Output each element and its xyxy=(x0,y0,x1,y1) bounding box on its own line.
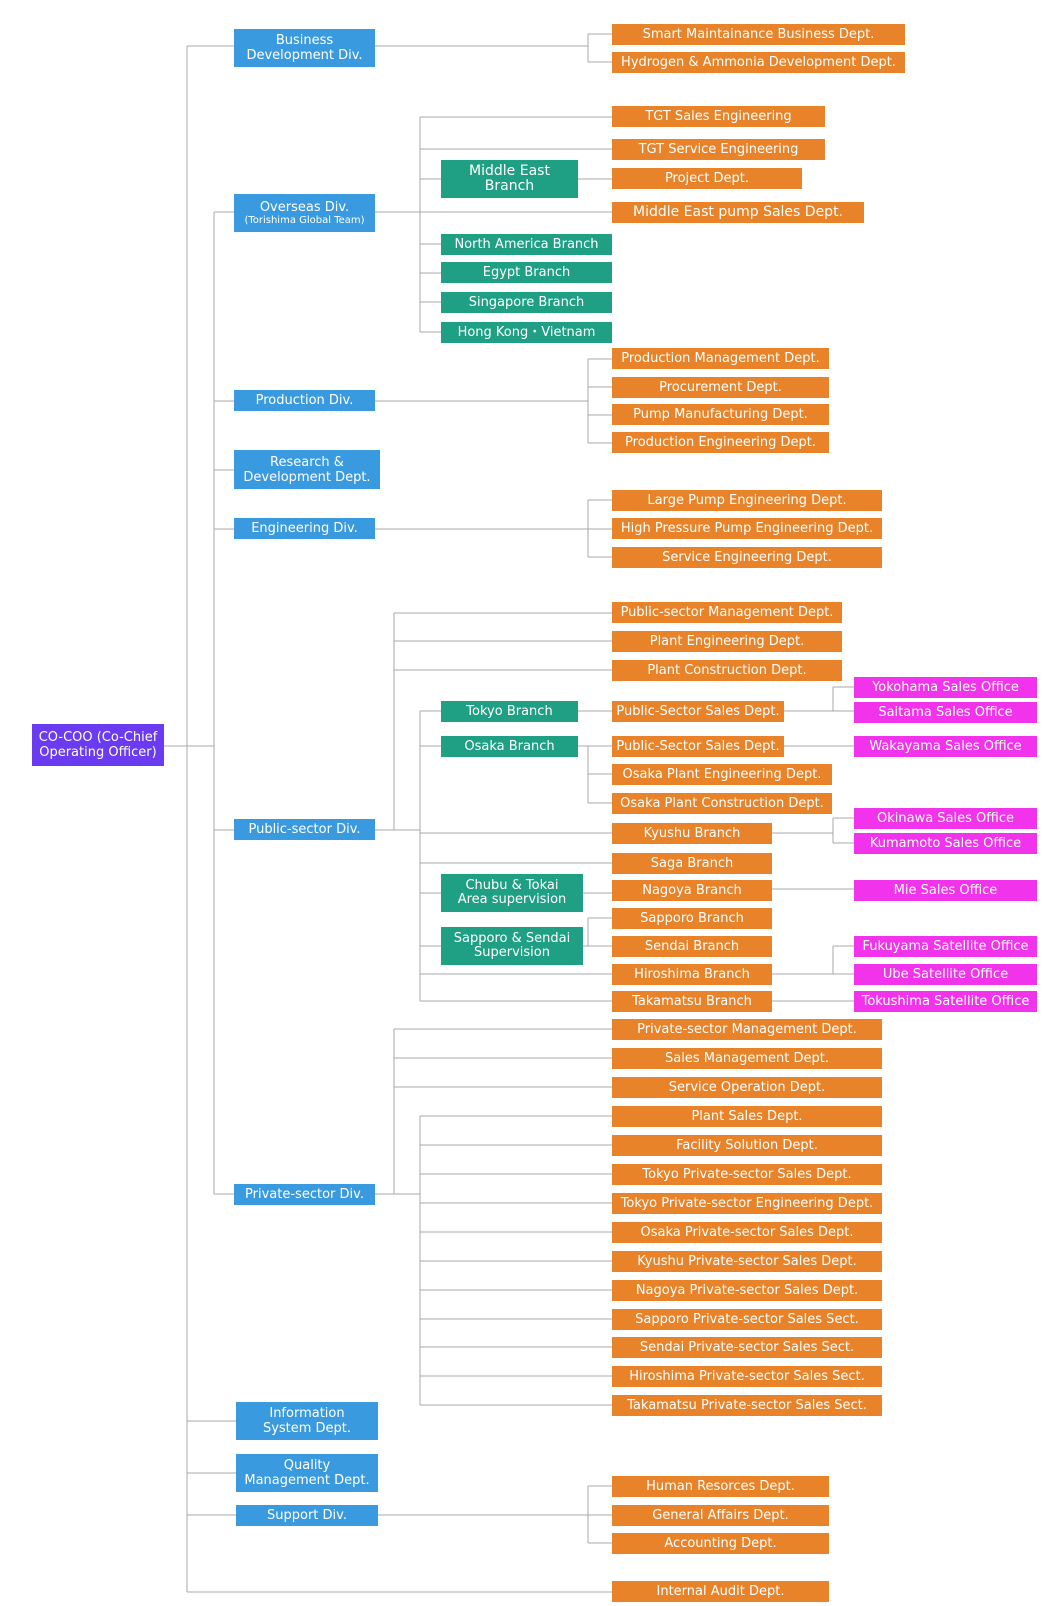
dept-box: Public-Sector Sales Dept. xyxy=(612,736,784,757)
dept-box: Kyushu Private-sector Sales Dept. xyxy=(612,1251,882,1272)
dept-box: Osaka Private-sector Sales Dept. xyxy=(612,1222,882,1243)
dept-box: Hydrogen & Ammonia Development Dept. xyxy=(612,52,905,73)
office-box: Ube Satellite Office xyxy=(854,964,1037,985)
branch-box: Middle East Branch xyxy=(441,160,578,198)
dept-box: Sendai Private-sector Sales Sect. xyxy=(612,1337,882,1358)
branch-box: Hong Kong・Vietnam xyxy=(441,322,612,343)
dept-box: Production Engineering Dept. xyxy=(612,432,829,453)
dept-box: General Affairs Dept. xyxy=(612,1505,829,1526)
office-box: Wakayama Sales Office xyxy=(854,736,1037,757)
office-box: Saitama Sales Office xyxy=(854,702,1037,723)
dept-box: Tokyo Private-sector Engineering Dept. xyxy=(612,1193,882,1214)
engineering-div: Engineering Div. xyxy=(234,518,375,539)
information-system-dept: Information System Dept. xyxy=(236,1402,378,1440)
branch-box: Osaka Branch xyxy=(441,736,578,757)
office-box: Tokushima Satellite Office xyxy=(854,991,1037,1012)
branch-box: Singapore Branch xyxy=(441,292,612,313)
internal-audit-dept: Internal Audit Dept. xyxy=(612,1581,829,1602)
office-box: Fukuyama Satellite Office xyxy=(854,936,1037,957)
branch-box: Chubu & Tokai Area supervision xyxy=(441,874,583,912)
dept-box: Sapporo Branch xyxy=(612,908,772,929)
dept-box: Osaka Plant Construction Dept. xyxy=(612,793,832,814)
dept-box: Large Pump Engineering Dept. xyxy=(612,490,882,511)
dept-box: Public-Sector Sales Dept. xyxy=(612,701,784,722)
dept-box: Osaka Plant Engineering Dept. xyxy=(612,764,832,785)
dept-box: Takamatsu Private-sector Sales Sect. xyxy=(612,1395,882,1416)
branch-box: North America Branch xyxy=(441,234,612,255)
dept-box: Tokyo Private-sector Sales Dept. xyxy=(612,1164,882,1185)
dept-box: Nagoya Private-sector Sales Dept. xyxy=(612,1280,882,1301)
dept-box: Smart Maintainance Business Dept. xyxy=(612,24,905,45)
dept-box: Procurement Dept. xyxy=(612,377,829,398)
dept-box: Production Management Dept. xyxy=(612,348,829,369)
overseas-div: Overseas Div. (Torishima Global Team) xyxy=(234,194,375,232)
branch-box: Tokyo Branch xyxy=(441,701,578,722)
dept-box: Facility Solution Dept. xyxy=(612,1135,882,1156)
dept-box: Project Dept. xyxy=(612,168,802,189)
dept-box: Service Operation Dept. xyxy=(612,1077,882,1098)
dept-box: Middle East pump Sales Dept. xyxy=(612,202,864,223)
private-sector-div: Private-sector Div. xyxy=(234,1184,375,1205)
quality-management-dept: Quality Management Dept. xyxy=(236,1454,378,1492)
dept-box: Service Engineering Dept. xyxy=(612,547,882,568)
branch-box: Sapporo & Sendai Supervision xyxy=(441,927,583,965)
dept-box: TGT Sales Engineering xyxy=(612,106,825,127)
overseas-div-sublabel: (Torishima Global Team) xyxy=(244,214,365,226)
dept-box: Sendai Branch xyxy=(612,936,772,957)
public-sector-div: Public-sector Div. xyxy=(234,819,375,840)
dept-box: Hiroshima Branch xyxy=(612,964,772,985)
dept-box: Human Resorces Dept. xyxy=(612,1476,829,1497)
office-box: Okinawa Sales Office xyxy=(854,808,1037,829)
research-development-dept: Research & Development Dept. xyxy=(234,450,380,489)
dept-box: High Pressure Pump Engineering Dept. xyxy=(612,518,882,539)
dept-box: Kyushu Branch xyxy=(612,823,772,844)
dept-box: Accounting Dept. xyxy=(612,1533,829,1554)
business-development-div: Business Development Div. xyxy=(234,29,375,67)
overseas-div-label: Overseas Div. xyxy=(259,199,350,215)
co-coo-box: CO-COO (Co-Chief Operating Officer) xyxy=(32,724,164,766)
branch-box: Egypt Branch xyxy=(441,262,612,283)
office-box: Mie Sales Office xyxy=(854,880,1037,901)
dept-box: Hiroshima Private-sector Sales Sect. xyxy=(612,1366,882,1387)
dept-box: Plant Sales Dept. xyxy=(612,1106,882,1127)
dept-box: Sapporo Private-sector Sales Sect. xyxy=(612,1309,882,1330)
dept-box: Public-sector Management Dept. xyxy=(612,602,842,623)
dept-box: Pump Manufacturing Dept. xyxy=(612,404,829,425)
production-div: Production Div. xyxy=(234,390,375,411)
dept-box: Plant Engineering Dept. xyxy=(612,631,842,652)
support-div: Support Div. xyxy=(236,1505,378,1526)
office-box: Yokohama Sales Office xyxy=(854,677,1037,698)
dept-box: TGT Service Engineering xyxy=(612,139,825,160)
dept-box: Plant Construction Dept. xyxy=(612,660,842,681)
dept-box: Takamatsu Branch xyxy=(612,991,772,1012)
dept-box: Private-sector Management Dept. xyxy=(612,1019,882,1040)
dept-box: Nagoya Branch xyxy=(612,880,772,901)
dept-box: Saga Branch xyxy=(612,853,772,874)
office-box: Kumamoto Sales Office xyxy=(854,833,1037,854)
dept-box: Sales Management Dept. xyxy=(612,1048,882,1069)
